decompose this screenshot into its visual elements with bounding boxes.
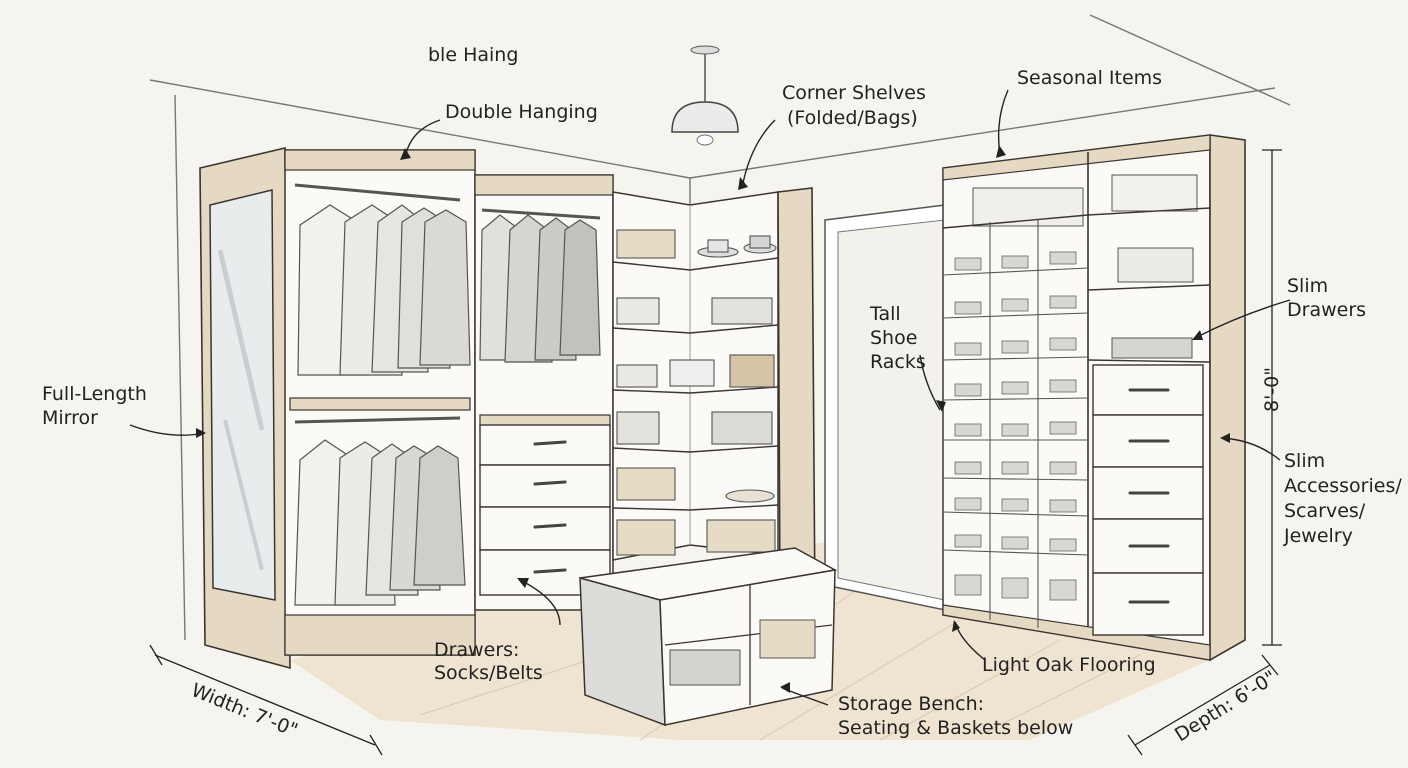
stray-label: ble Haing (428, 44, 518, 66)
flooring-label: Light Oak Flooring (982, 654, 1156, 676)
mirror-label-line1: Full-Length (42, 383, 147, 405)
shoe-racks-label-line3: Racks (870, 351, 926, 373)
storage-bench (579, 547, 838, 727)
bench-label-line2: Seating & Baskets below (838, 717, 1073, 739)
arrow-heads (196, 145, 1230, 693)
corner-shelves (612, 187, 816, 610)
height-dimension: 8'-0" (1261, 367, 1283, 412)
dimension-lines (149, 149, 1282, 756)
depth-dimension: Depth: 6'-0" (1171, 666, 1280, 746)
accessory-drawers (1092, 364, 1204, 636)
sock-drawers (479, 424, 611, 596)
drawers-label-line2: Socks/Belts (434, 662, 543, 684)
double-hanging-label: Double Hanging (445, 101, 598, 123)
slim-drawers-label-line2: Drawers (1287, 299, 1366, 321)
annotation-arrows (129, 89, 1291, 706)
slim-drawers-label-line1: Slim (1287, 275, 1328, 297)
accessories-label-line2: Accessories/ (1284, 475, 1402, 497)
accessories-label-line3: Scarves/ (1284, 500, 1366, 522)
full-length-mirror (209, 189, 276, 601)
drawers-label-line1: Drawers: (434, 639, 519, 661)
left-hanging-unit (199, 146, 476, 670)
pendant-light (671, 45, 739, 146)
accessories-label-line1: Slim (1284, 450, 1325, 472)
corner-shelves-label-line2: (Folded/Bags) (787, 107, 918, 129)
shoe-racks-label-line1: Tall (869, 303, 901, 325)
seasonal-items-label: Seasonal Items (1017, 67, 1162, 89)
corner-shelves-label-line1: Corner Shelves (782, 82, 926, 104)
right-unit (942, 134, 1246, 662)
width-dimension: Width: 7'-0" (188, 679, 301, 742)
mirror-label-line2: Mirror (42, 407, 98, 429)
doorway (824, 204, 946, 611)
shoe-racks-label-line2: Shoe (870, 327, 917, 349)
middle-unit (474, 174, 614, 611)
accessories-label-line4: Jewelry (1283, 525, 1353, 547)
bench-label-line1: Storage Bench: (838, 693, 984, 715)
